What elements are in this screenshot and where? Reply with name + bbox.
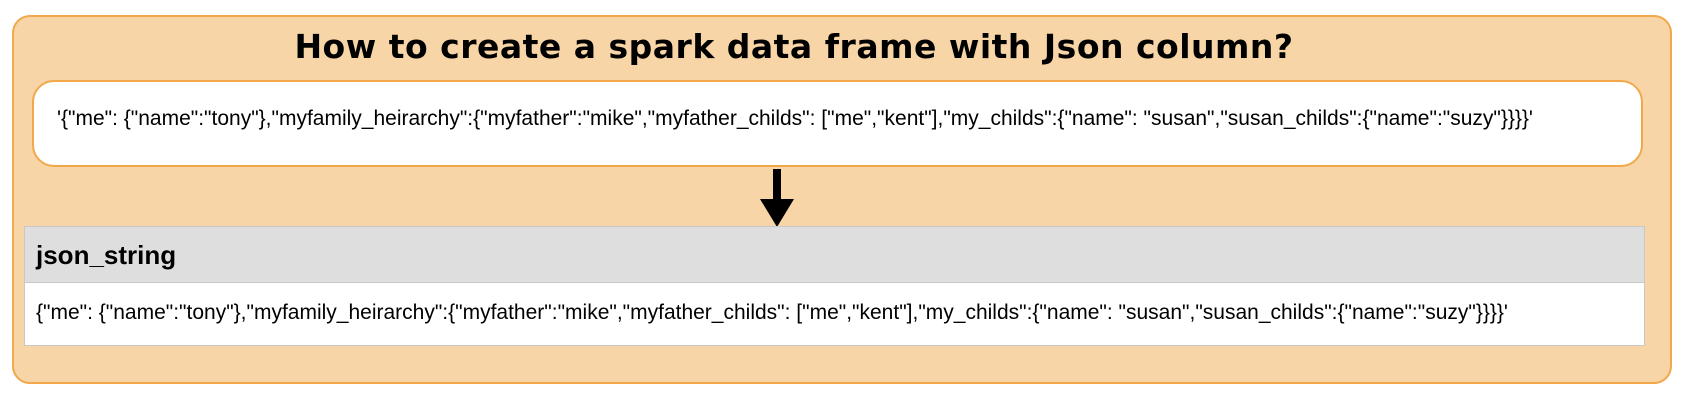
diagram-frame: How to create a spark data frame with Js… <box>12 15 1672 384</box>
column-header-json-string: json_string <box>36 240 177 270</box>
diagram-title: How to create a spark data frame with Js… <box>294 27 1294 66</box>
down-arrow-icon <box>760 169 794 227</box>
table-cell-json-value: {"me": {"name":"tony"},"myfamily_heirarc… <box>36 301 1508 324</box>
table-header: json_string <box>25 227 1644 283</box>
json-input-string: '{"me": {"name":"tony"},"myfamily_heirar… <box>57 107 1533 130</box>
dataframe-table: json_string {"me": {"name":"tony"},"myfa… <box>24 226 1645 346</box>
table-row: {"me": {"name":"tony"},"myfamily_heirarc… <box>25 283 1644 345</box>
json-input-box: '{"me": {"name":"tony"},"myfamily_heirar… <box>32 80 1643 167</box>
